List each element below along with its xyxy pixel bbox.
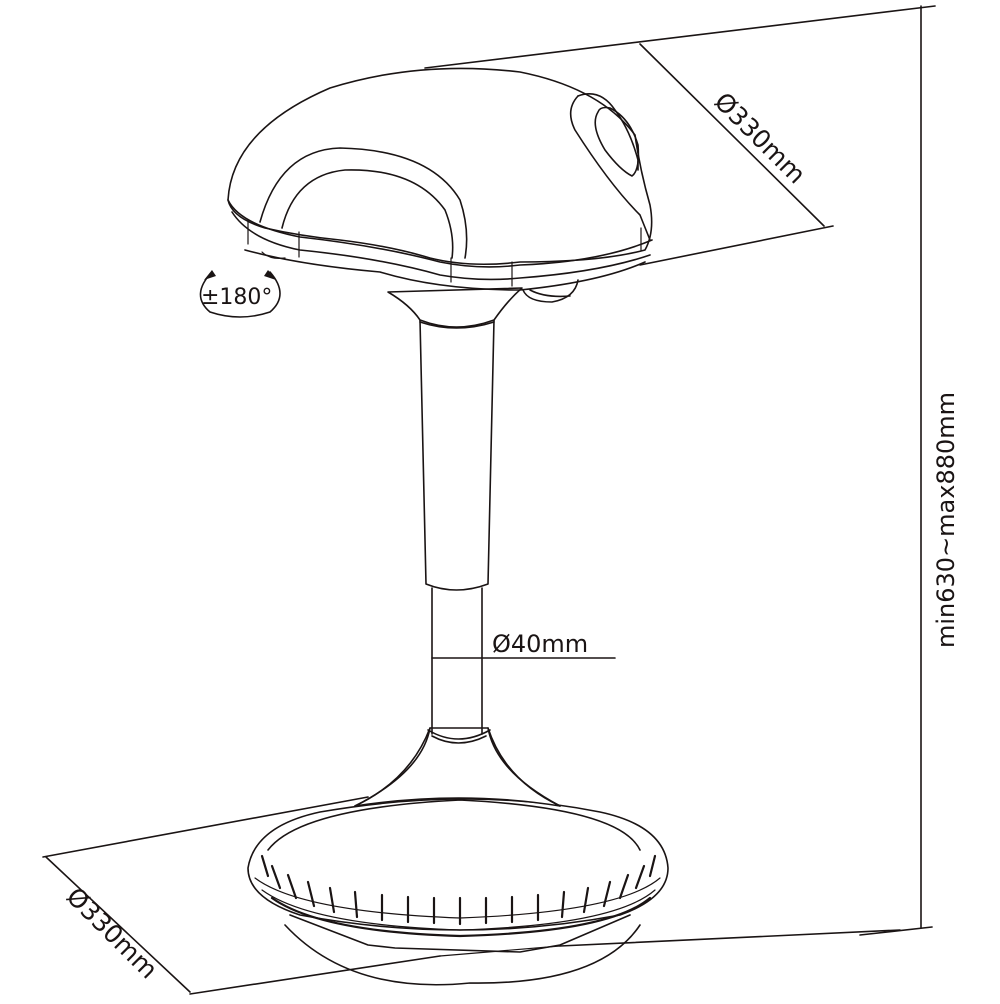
seat-hub: [387, 279, 579, 328]
base-cone: [354, 727, 561, 807]
height-range-label: min630~max880mm: [932, 392, 960, 648]
base-diameter-label: Ø330mm: [61, 882, 164, 985]
base-ribs: [260, 854, 657, 926]
rotation-indicator: [199, 270, 281, 318]
stool-base: [247, 798, 669, 986]
seat-diameter-dimension: [424, 5, 936, 266]
height-dimension: [859, 5, 933, 936]
gas-lift-column: [431, 587, 483, 735]
rotation-label: ±180°: [201, 285, 272, 310]
seat: [227, 67, 653, 291]
upper-column: [419, 319, 495, 591]
column-diameter-label: Ø40mm: [492, 630, 588, 658]
rotation-arrow-right-icon: [264, 270, 276, 280]
seat-diameter-label: Ø330mm: [709, 87, 812, 190]
rotation-arrow-left-icon: [204, 270, 216, 280]
base-diameter-dimension: [42, 796, 901, 995]
